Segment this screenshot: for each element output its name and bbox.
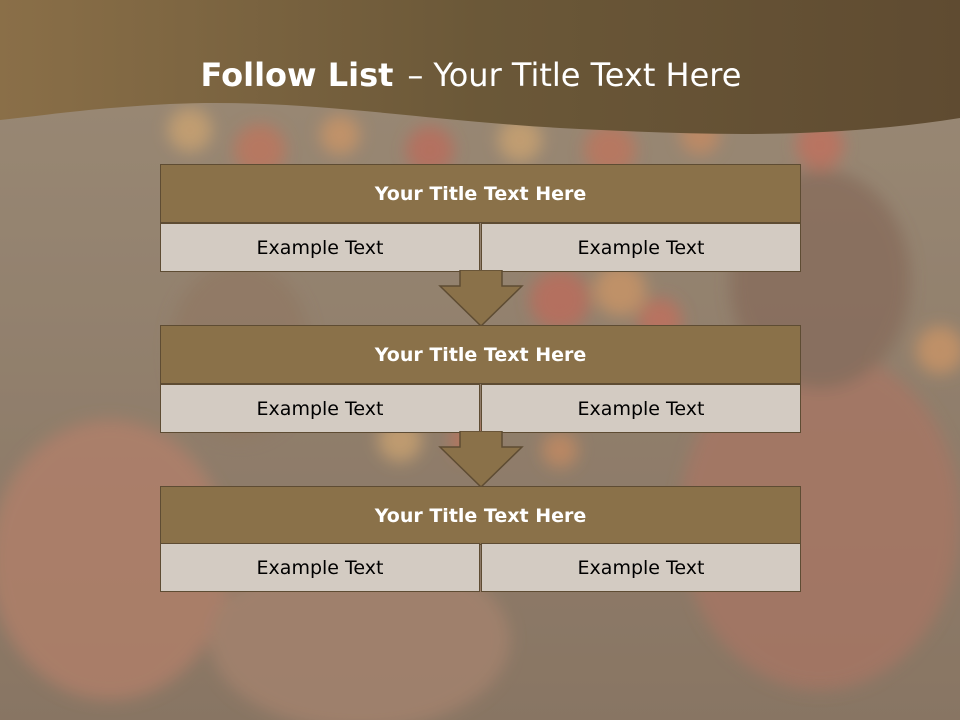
slide-title-rest: Your Title Text Here [433, 56, 742, 94]
block-left-text: Example Text [160, 223, 480, 272]
slide-title: Follow List–Your Title Text Here [0, 48, 942, 102]
block-right-text: Example Text [481, 223, 801, 272]
block-title: Your Title Text Here [160, 486, 801, 545]
block-left-text: Example Text [160, 384, 480, 433]
slide-title-bold: Follow List [200, 56, 394, 94]
slide-title-dash: – [407, 56, 424, 94]
block-title: Your Title Text Here [160, 164, 801, 223]
block-right-text: Example Text [481, 543, 801, 592]
block-left-text: Example Text [160, 543, 480, 592]
down-arrow-icon [438, 270, 524, 327]
block-title: Your Title Text Here [160, 325, 801, 384]
header-band [0, 0, 960, 134]
block-right-text: Example Text [481, 384, 801, 433]
down-arrow-icon [438, 431, 524, 488]
